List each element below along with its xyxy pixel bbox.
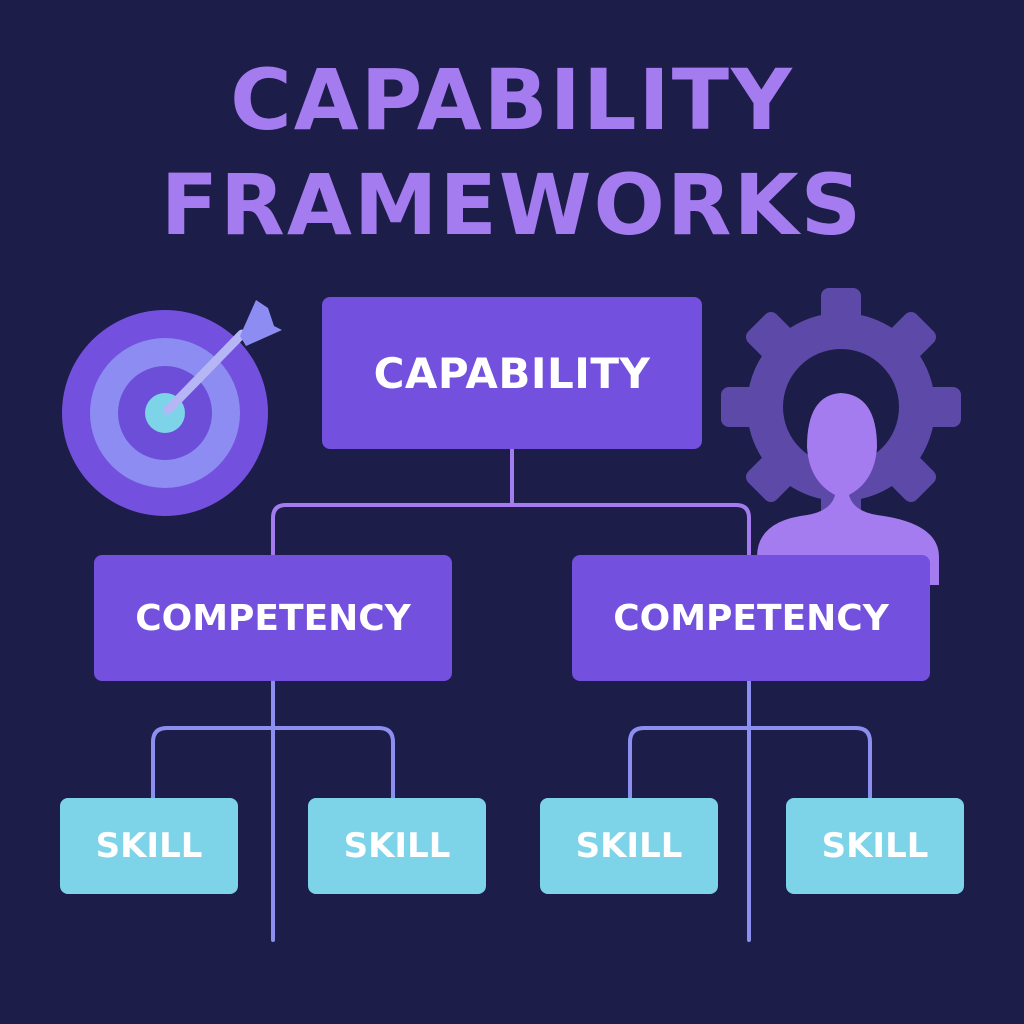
skill-node: SKILL — [308, 798, 486, 894]
skill-node: SKILL — [540, 798, 718, 894]
capability-connector — [271, 447, 751, 557]
skill-node: SKILL — [786, 798, 964, 894]
target-arrow-icon — [62, 300, 282, 516]
title-line-1: CAPABILITY — [230, 51, 794, 149]
competency-connector — [151, 679, 872, 942]
competency-node-left: COMPETENCY — [94, 555, 452, 681]
competency-node-right: COMPETENCY — [572, 555, 930, 681]
skill-node: SKILL — [60, 798, 238, 894]
title-line-2: FRAMEWORKS — [160, 156, 864, 254]
gear-person-icon — [721, 288, 961, 585]
capability-node: CAPABILITY — [322, 297, 702, 449]
